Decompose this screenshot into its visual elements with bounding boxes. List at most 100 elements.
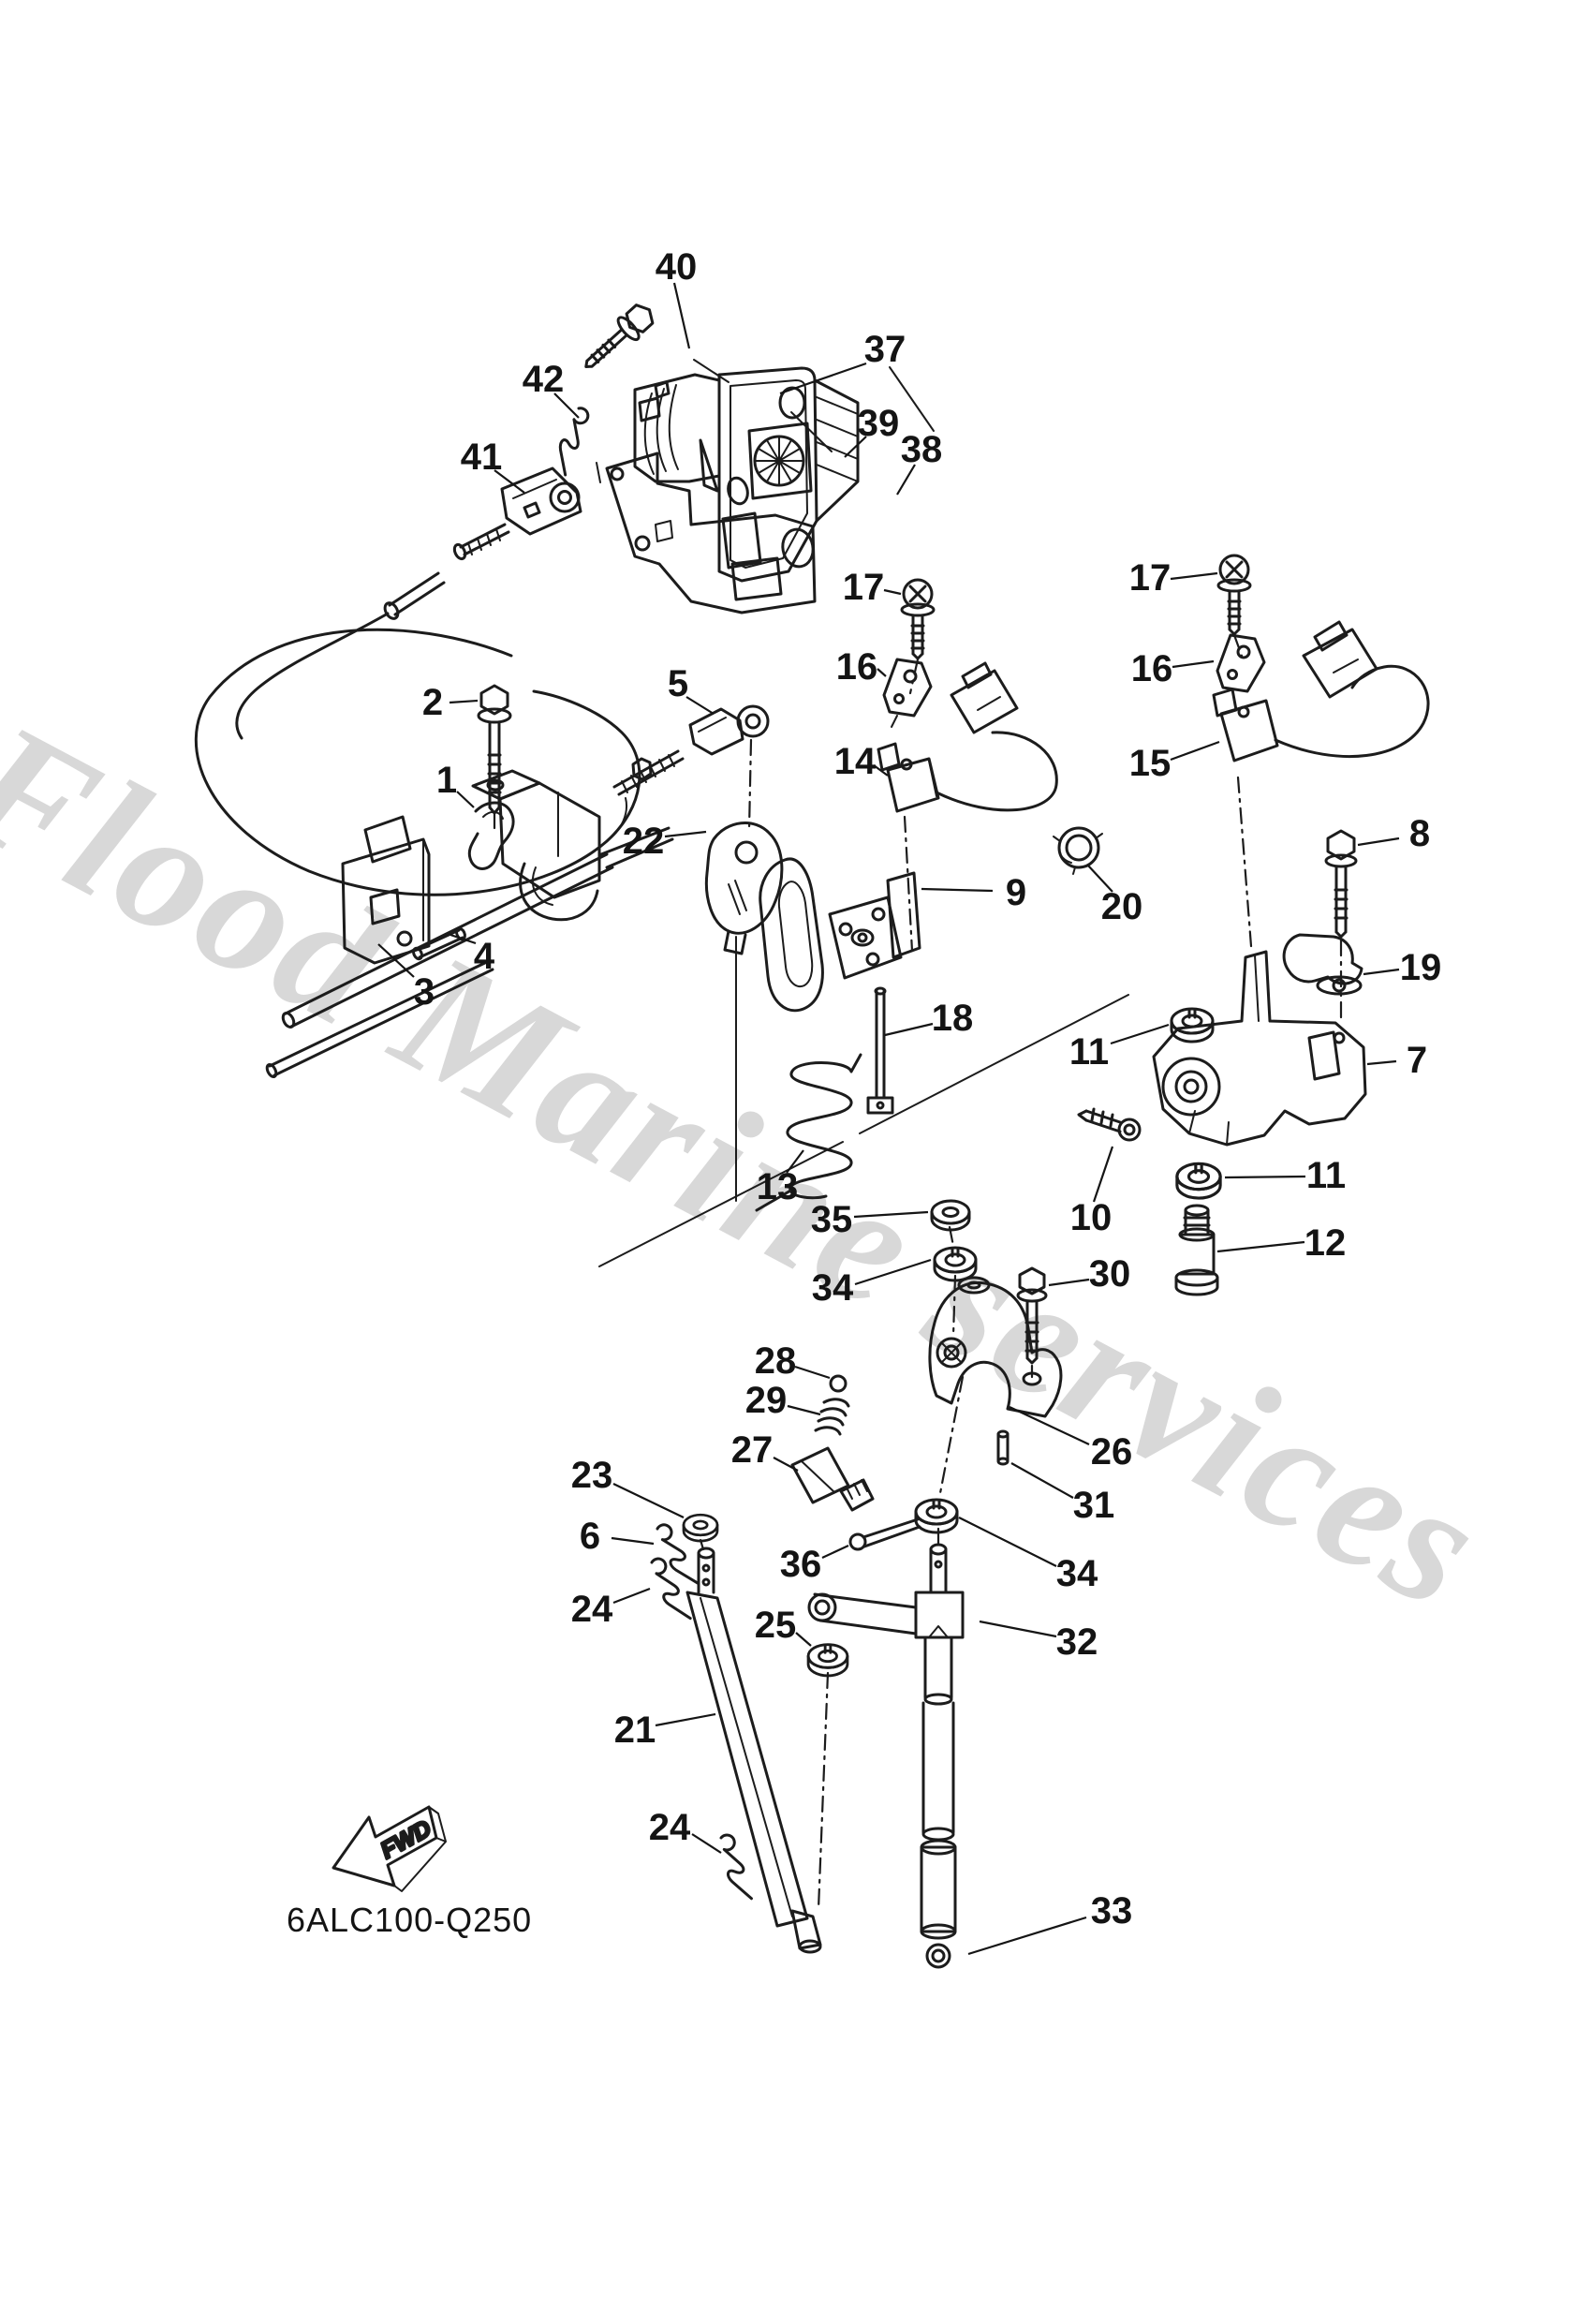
part-16-bracket-right bbox=[1216, 633, 1266, 693]
leader-line bbox=[773, 1457, 799, 1472]
callout-24: 24 bbox=[649, 1807, 722, 1854]
callout-6: 6 bbox=[580, 1516, 655, 1557]
drawing-code: 6ALC100-Q250 bbox=[287, 1901, 532, 1939]
part-5-cable-joint bbox=[688, 704, 770, 756]
callout-number: 10 bbox=[1070, 1197, 1113, 1238]
callout-number: 16 bbox=[1131, 648, 1173, 689]
fwd-arrow: FWD bbox=[332, 1805, 447, 1892]
part-40-bolt bbox=[584, 303, 730, 383]
callout-15: 15 bbox=[1129, 740, 1220, 784]
part-37-bracket-assembly bbox=[605, 366, 935, 614]
callout-8: 8 bbox=[1357, 813, 1430, 854]
callout-34: 34 bbox=[812, 1258, 932, 1309]
cable-clamp-bracket bbox=[471, 769, 601, 922]
callout-23: 23 bbox=[571, 1455, 685, 1518]
part-1-link bbox=[467, 801, 515, 870]
callout-4: 4 bbox=[450, 933, 495, 977]
callout-13: 13 bbox=[757, 1149, 804, 1207]
callout-28: 28 bbox=[755, 1340, 831, 1382]
leader-line bbox=[1366, 1059, 1397, 1066]
leader-line bbox=[1110, 1023, 1170, 1045]
callout-number: 29 bbox=[745, 1380, 788, 1421]
axis-lines bbox=[493, 633, 1343, 1911]
callout-22: 22 bbox=[623, 821, 707, 862]
callout-number: 32 bbox=[1056, 1621, 1098, 1663]
leader-line bbox=[896, 464, 916, 496]
leader-line bbox=[786, 1149, 804, 1174]
part-3-clamp bbox=[341, 815, 431, 965]
part-31-pin bbox=[996, 1429, 1010, 1466]
callout-number: 23 bbox=[571, 1455, 613, 1496]
leader-line bbox=[1170, 740, 1220, 762]
part-13-spring bbox=[755, 1053, 862, 1212]
throttle-cable-loop bbox=[194, 628, 641, 896]
leader-line bbox=[787, 1404, 821, 1416]
part-12-pin bbox=[1174, 1204, 1219, 1296]
leader-line bbox=[844, 436, 867, 458]
leader-line bbox=[795, 1632, 812, 1647]
part-29-spring bbox=[814, 1398, 850, 1436]
callout-3: 3 bbox=[377, 943, 435, 1013]
leader-line bbox=[958, 1517, 1057, 1567]
callout-number: 15 bbox=[1129, 743, 1172, 784]
callout-number: 13 bbox=[757, 1166, 799, 1207]
callout-35: 35 bbox=[811, 1199, 929, 1240]
callout-number: 42 bbox=[523, 359, 565, 400]
leader-line bbox=[1092, 1146, 1114, 1203]
callout-31: 31 bbox=[1010, 1462, 1115, 1526]
leader-line bbox=[494, 469, 525, 494]
callout-number: 17 bbox=[843, 567, 885, 608]
leader-line bbox=[873, 764, 889, 777]
leader-line bbox=[450, 933, 477, 945]
part-26-bracket bbox=[928, 1276, 1063, 1418]
part-34-bushing-lower bbox=[914, 1498, 959, 1534]
leader-line bbox=[1170, 571, 1218, 581]
callout-19: 19 bbox=[1363, 947, 1441, 988]
leader-line bbox=[611, 1536, 655, 1546]
callout-27: 27 bbox=[731, 1429, 799, 1472]
part-19-clamp bbox=[1282, 933, 1363, 996]
callout-36: 36 bbox=[780, 1544, 849, 1585]
leader-line bbox=[655, 1712, 716, 1727]
callout-number: 2 bbox=[422, 682, 443, 723]
callout-number: 20 bbox=[1101, 886, 1143, 927]
callout-29: 29 bbox=[745, 1380, 821, 1421]
leader-line bbox=[794, 1365, 831, 1380]
leader-line bbox=[854, 1258, 932, 1286]
callout-number: 33 bbox=[1091, 1890, 1133, 1932]
callout-number: 11 bbox=[1306, 1155, 1346, 1196]
callout-number: 9 bbox=[1006, 872, 1026, 913]
callout-number: 30 bbox=[1089, 1253, 1131, 1295]
leader-line bbox=[685, 696, 715, 715]
part-14-switch bbox=[877, 661, 1058, 813]
part-41-cable-joint bbox=[235, 466, 582, 740]
callout-40: 40 bbox=[656, 246, 697, 349]
callout-number: 21 bbox=[614, 1710, 656, 1751]
callout-25: 25 bbox=[755, 1605, 812, 1647]
diagram-artwork: FWD bbox=[194, 303, 1430, 1969]
leader-line bbox=[979, 1620, 1057, 1638]
callout-24: 24 bbox=[571, 1587, 651, 1630]
leader-line bbox=[1087, 865, 1113, 893]
leader-line bbox=[691, 1833, 722, 1854]
callout-41: 41 bbox=[461, 437, 525, 494]
leader-line bbox=[883, 588, 902, 596]
callout-38: 38 bbox=[896, 429, 943, 496]
callout-14: 14 bbox=[834, 741, 889, 782]
callout-42: 42 bbox=[523, 359, 580, 419]
callout-number: 24 bbox=[649, 1807, 691, 1848]
part-20-ring bbox=[1053, 826, 1103, 875]
callout-number: 31 bbox=[1073, 1485, 1115, 1526]
callout-number: 38 bbox=[901, 429, 943, 470]
leader-line bbox=[612, 1587, 651, 1605]
construction-lines bbox=[598, 936, 1129, 1267]
leader-line bbox=[456, 791, 475, 808]
callout-34: 34 bbox=[958, 1517, 1098, 1594]
callout-16: 16 bbox=[1131, 648, 1215, 689]
callout-number: 22 bbox=[623, 821, 665, 862]
callout-number: 35 bbox=[811, 1199, 853, 1240]
cable-adjuster bbox=[612, 749, 685, 796]
